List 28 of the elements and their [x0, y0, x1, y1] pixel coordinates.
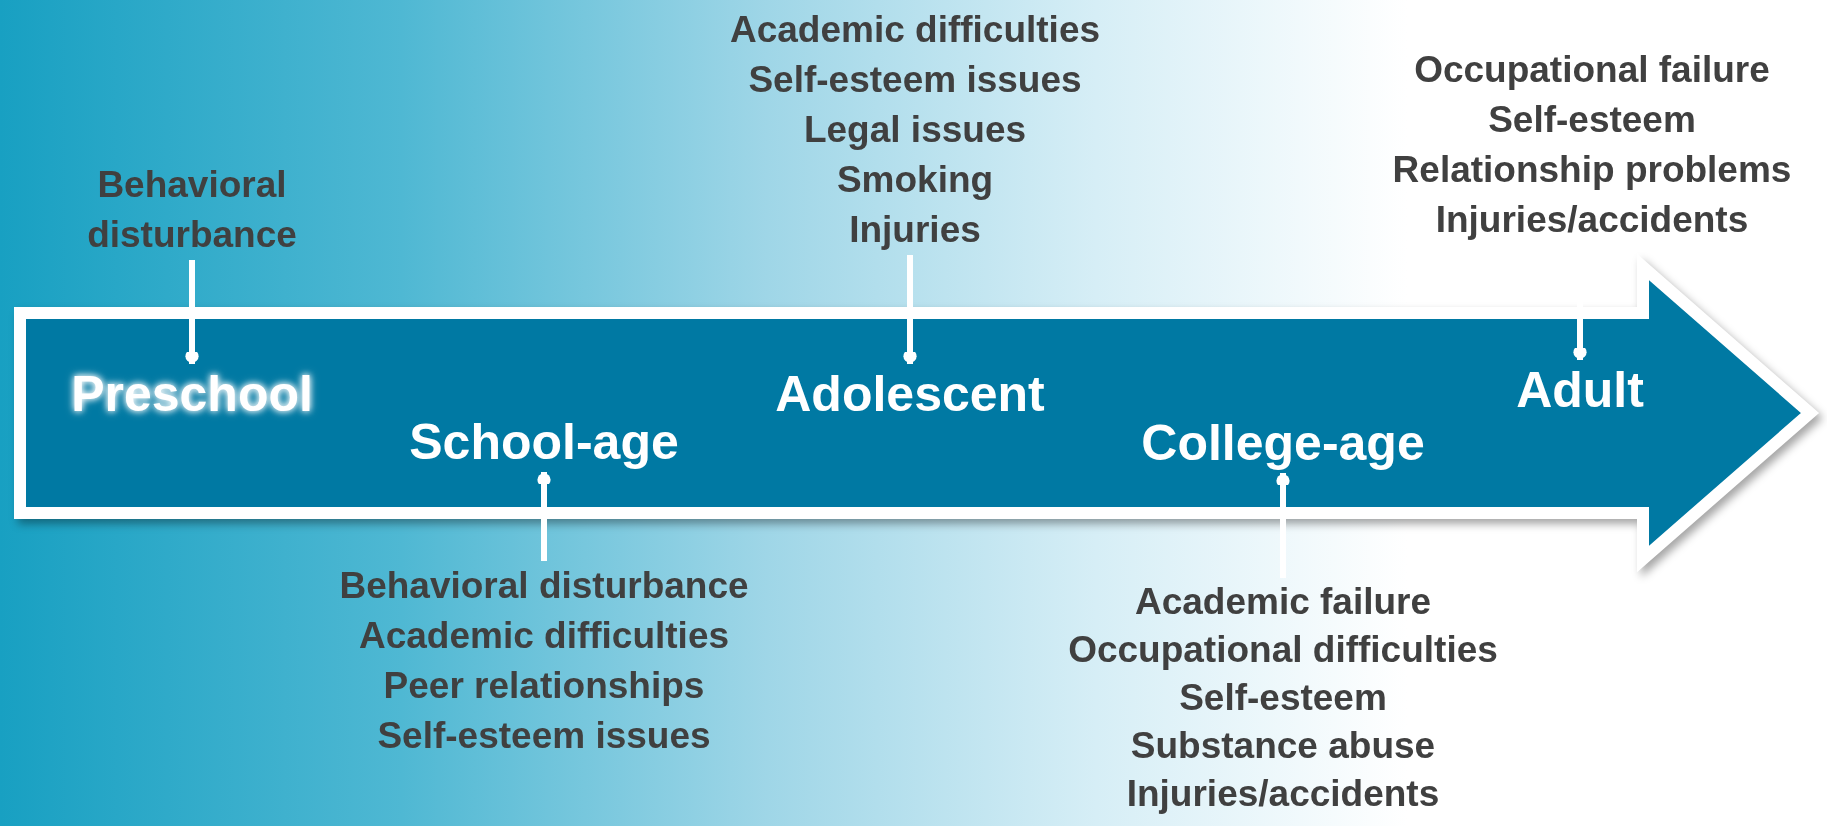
leader-line [537, 472, 551, 561]
outcome-text: Smoking [835, 158, 995, 202]
stage-label: Adolescent [750, 364, 1070, 424]
outcome-text: Peer relationships [382, 664, 706, 708]
leader-line [185, 260, 199, 364]
outcome-text: Academic difficulties [728, 8, 1102, 52]
outcome-text: Legal issues [802, 108, 1028, 152]
outcome-text: Self-esteem issues [747, 58, 1083, 102]
stage-label: School-age [384, 412, 704, 472]
stage-label: Preschool [42, 364, 342, 424]
leader-line [1276, 473, 1290, 578]
outcome-text: Injuries [848, 208, 982, 252]
outcome-text: Self-esteem issues [376, 714, 712, 758]
outcome-text: Injuries/accidents [1125, 772, 1441, 816]
stage-label: Adult [1480, 360, 1680, 420]
outcome-text: Academic failure [1133, 580, 1433, 624]
outcome-text: Academic difficulties [357, 614, 731, 658]
stage-label: College-age [1103, 413, 1463, 473]
outcome-text: Relationship problems [1391, 148, 1793, 192]
outcome-text: Occupational difficulties [1067, 628, 1499, 672]
outcome-text: Substance abuse [1129, 724, 1437, 768]
outcome-text: Self-esteem [1487, 98, 1697, 142]
outcome-text: Behavioral disturbance [338, 564, 750, 608]
outcome-text: Behavioral disturbance [86, 163, 298, 257]
outcome-text: Self-esteem [1178, 676, 1388, 720]
outcome-text: Injuries/accidents [1434, 198, 1750, 242]
leader-line [903, 255, 917, 364]
outcome-text: Occupational failure [1413, 48, 1771, 92]
